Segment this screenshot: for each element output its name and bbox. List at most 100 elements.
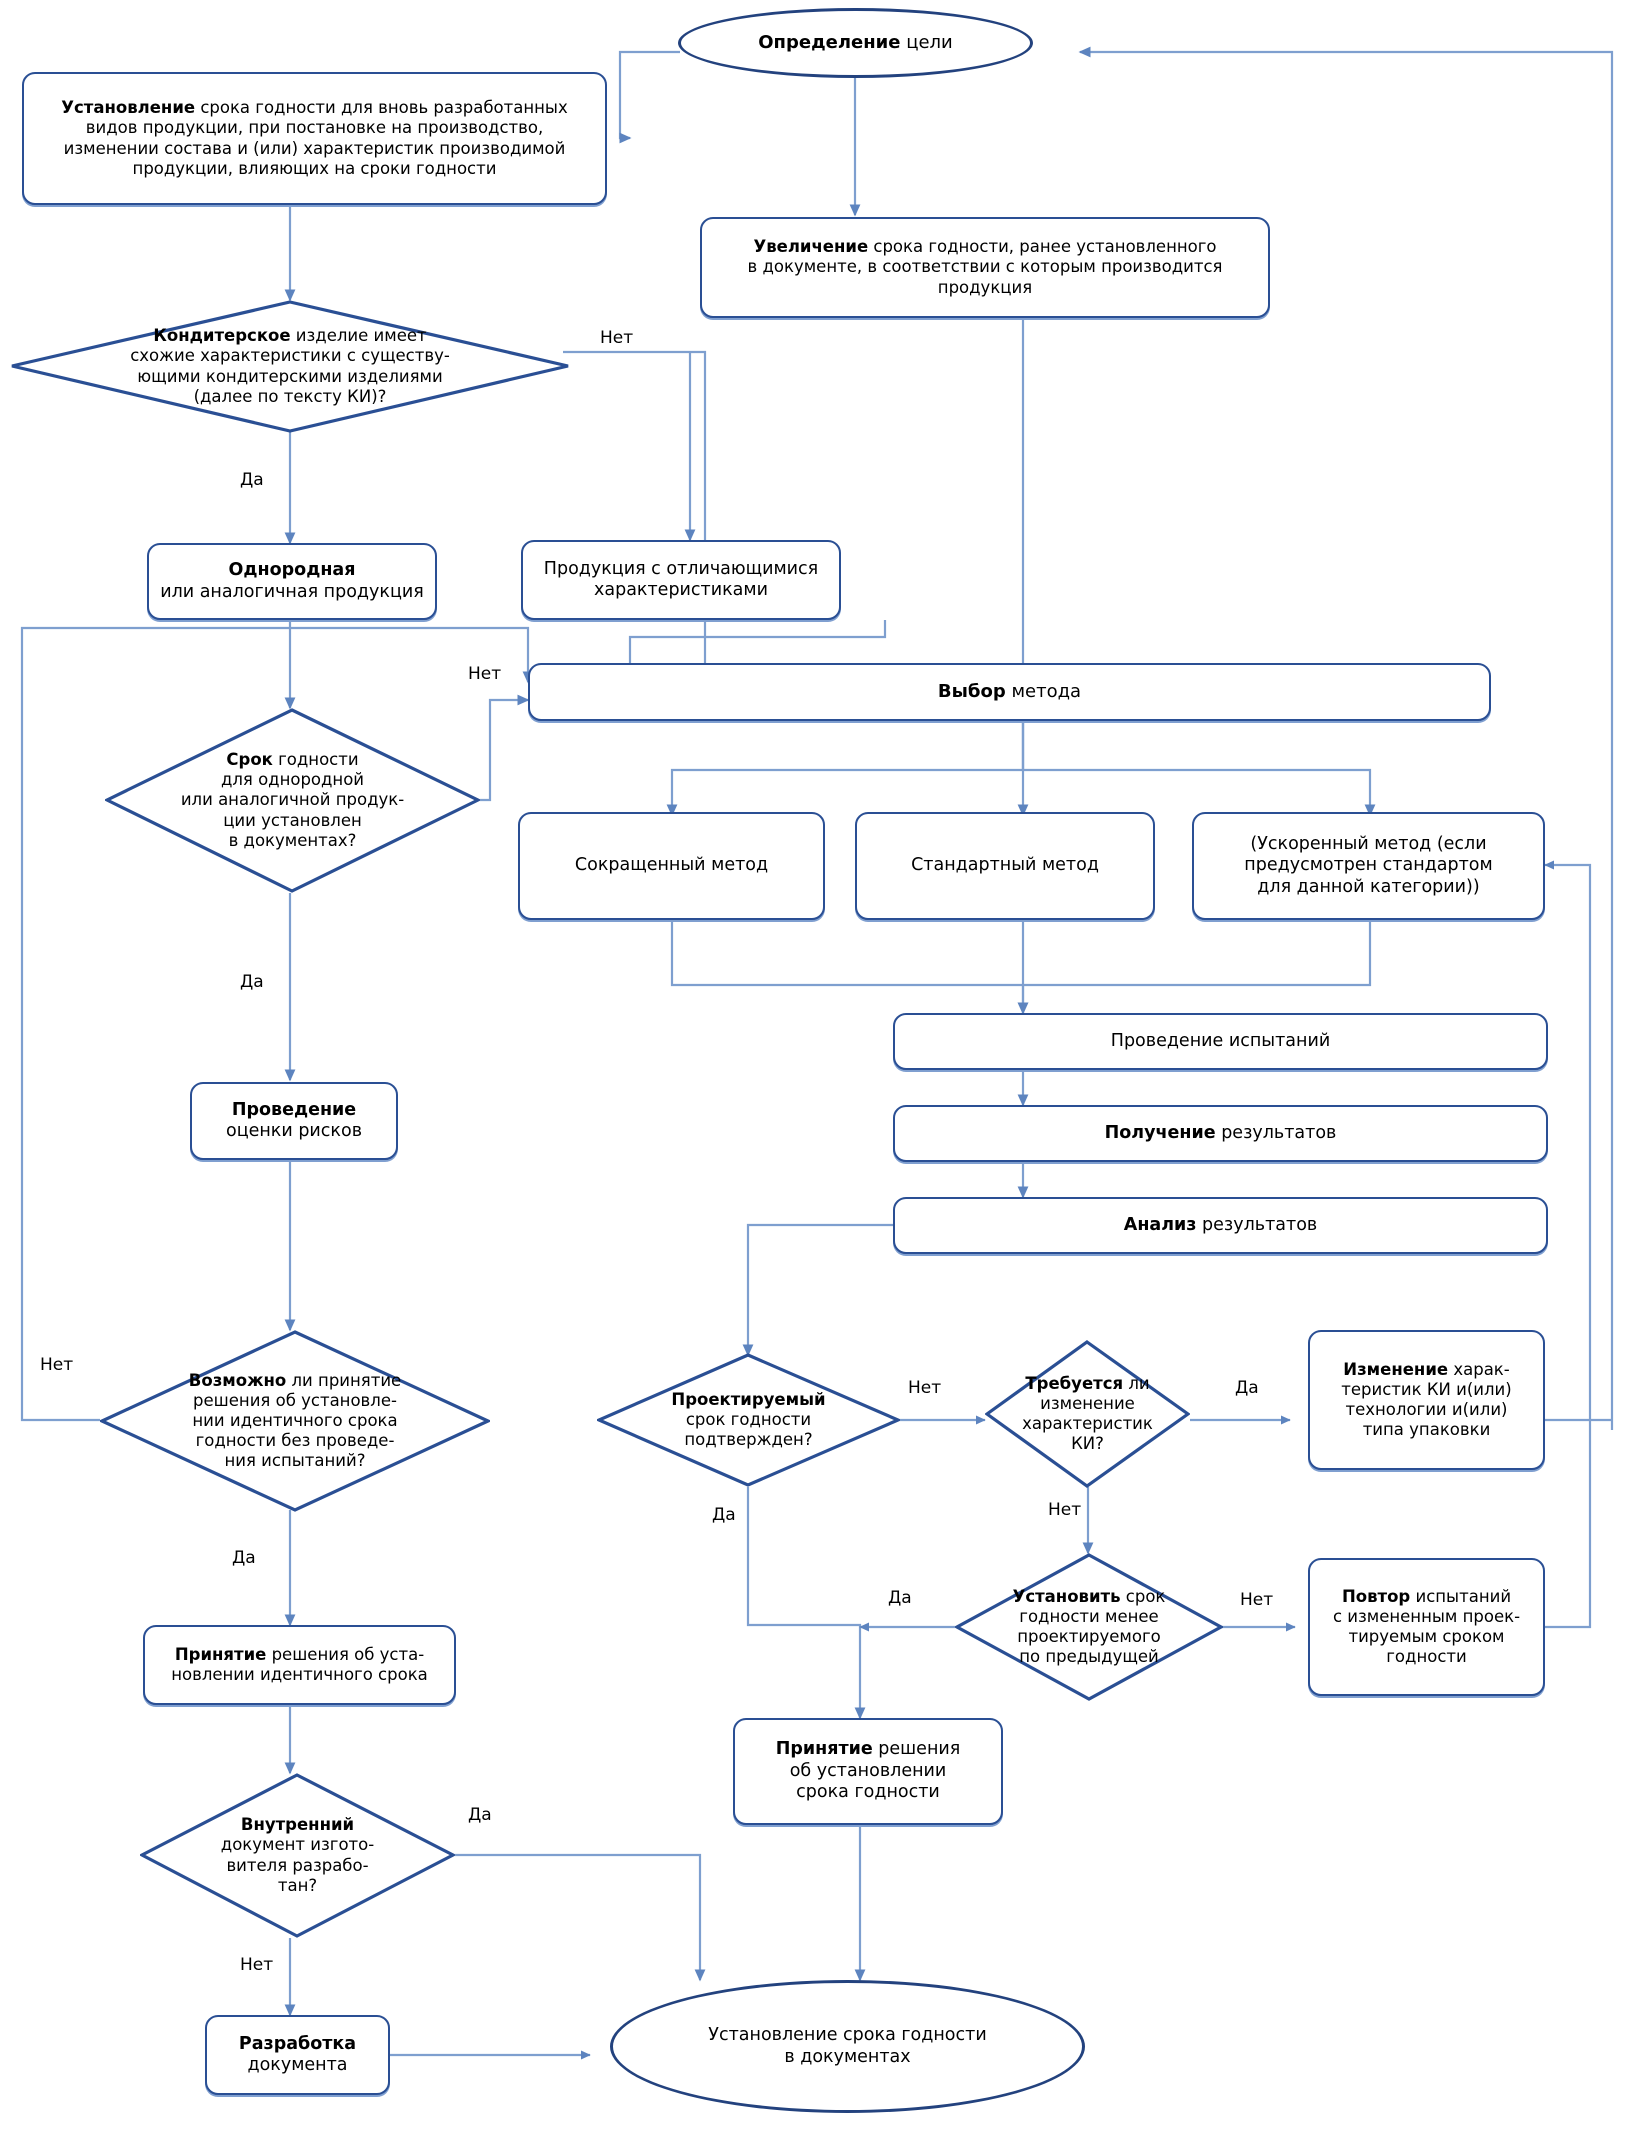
node-establish-l0-bold: Установление	[61, 98, 196, 118]
node-repeat-tests-l2: тируемым сроком	[1348, 1627, 1505, 1646]
node-change-chars-l3: типа упаковки	[1362, 1420, 1491, 1440]
node-develop-document[interactable]: Разработка документа	[205, 2015, 390, 2095]
node-change-chars-l1: теристик КИ и(или)	[1341, 1379, 1512, 1399]
node-decision-similar-l0: изделие имеет	[290, 326, 427, 346]
node-decision-shelf-l0-bold: Срок	[226, 750, 273, 770]
node-dec-shelf-l2: срока годности	[796, 1782, 940, 1803]
node-dec-shelf-l0-bold: Принятие	[775, 1739, 873, 1760]
node-end-set-shelf-life[interactable]: Установление срока годности в документах	[610, 1980, 1085, 2113]
edge-label-similar-yes: Да	[240, 470, 264, 490]
node-decision-change-required[interactable]: Требуется ли изменение характеристик КИ?	[985, 1340, 1190, 1488]
edge-label-set-less-no: Нет	[1240, 1590, 1274, 1610]
edge-label-internal-yes: Да	[468, 1805, 492, 1825]
node-possible-l3: годности без проведе-	[195, 1431, 395, 1451]
edge-label-set-less-yes: Да	[888, 1588, 912, 1608]
node-increase-l2: продукция	[937, 277, 1033, 297]
node-start-goal-bold: Определение	[758, 32, 901, 54]
node-homogeneous[interactable]: Однородная или аналогичная продукция	[147, 543, 437, 620]
node-change-chars-l2: технологии и(или)	[1345, 1400, 1508, 1419]
node-decision-shelf-l3: ции установлен	[223, 810, 362, 830]
node-choose-method[interactable]: Выбор метода	[528, 663, 1491, 721]
node-different-product-l0: Продукция с отличающимися	[543, 558, 819, 579]
diamond-shape	[955, 1553, 1223, 1701]
node-possible-l1: решения об установле-	[193, 1390, 397, 1410]
node-decision-internal-doc[interactable]: Внутренний документ изгото- вителя разра…	[140, 1773, 455, 1938]
node-set-less-l3: по предыдущей	[1019, 1647, 1159, 1667]
node-start-goal[interactable]: Определение цели	[678, 8, 1033, 78]
node-increase-l0-bold: Увеличение	[753, 237, 869, 257]
edge-label-projected-no: Нет	[908, 1378, 942, 1398]
node-possible-l2: нии идентичного срока	[192, 1410, 398, 1430]
node-analyze-results[interactable]: Анализ результатов	[893, 1197, 1548, 1254]
node-projected-l0-bold: Проектируемый	[671, 1389, 826, 1409]
node-risk-assessment[interactable]: Проведение оценки рисков	[190, 1082, 398, 1160]
node-set-less-l2: проектируемого	[1017, 1627, 1161, 1646]
diamond-shape	[11, 300, 569, 433]
node-decision-shelf-in-docs[interactable]: Срок годности для однородной или аналоги…	[105, 708, 480, 893]
node-run-tests-l0: Проведение испытаний	[1110, 1030, 1331, 1051]
node-establish-l3: продукции, влияющих на сроки годности	[132, 158, 497, 178]
node-repeat-tests-l1: с измененным проек-	[1332, 1606, 1521, 1626]
node-internal-doc-l2: вителя разрабо-	[226, 1855, 369, 1875]
node-set-less-l1: годности менее	[1019, 1606, 1159, 1626]
node-decision-shelf-l4: в документах?	[228, 830, 357, 850]
edge-label-projected-yes: Да	[712, 1505, 736, 1525]
node-method-accel-l0: (Ускоренный метод (если	[1250, 833, 1487, 854]
node-choose-method-bold: Выбор	[937, 681, 1006, 703]
node-start-goal-rest: цели	[900, 32, 953, 54]
node-increase[interactable]: Увеличение срока годности, ранее установ…	[700, 217, 1270, 318]
node-decision-possible-identical[interactable]: Возможно ли принятие решения об установл…	[100, 1330, 490, 1512]
node-choose-method-rest: метода	[1005, 681, 1082, 703]
node-establish-l1: видов продукции, при постановке на произ…	[85, 118, 544, 138]
node-internal-doc-l3: тан?	[277, 1875, 318, 1895]
node-increase-l0: срока годности, ранее установленного	[868, 237, 1217, 257]
node-method-short[interactable]: Сокращенный метод	[518, 812, 825, 920]
node-decision-shelf-life[interactable]: Принятие решения об установлении срока г…	[733, 1718, 1003, 1825]
node-run-tests[interactable]: Проведение испытаний	[893, 1013, 1548, 1070]
node-method-short-l0: Сокращенный метод	[574, 855, 769, 876]
node-change-req-l2: характеристик	[1022, 1414, 1153, 1433]
node-homogeneous-l0-bold: Однородная	[228, 560, 356, 581]
node-establish-l0: срока годности для вновь разработанных	[195, 98, 568, 118]
node-change-req-l3: КИ?	[1071, 1434, 1104, 1454]
node-change-chars-l0: харак-	[1448, 1359, 1510, 1379]
edge-label-change-no: Нет	[1048, 1500, 1082, 1520]
node-establish[interactable]: Установление срока годности для вновь ра…	[22, 72, 607, 205]
node-change-req-l1: изменение	[1040, 1393, 1135, 1413]
node-decision-similar-l2: ющими кондитерскими изделиями	[137, 366, 443, 386]
node-possible-l4: ния испытаний?	[224, 1451, 366, 1471]
node-method-accel-l2: для данной категории))	[1257, 876, 1480, 897]
node-end-l0: Установление срока годности	[708, 2025, 987, 2046]
edge-label-internal-no: Нет	[240, 1955, 274, 1975]
node-decision-similar-l3: (далее по тексту КИ)?	[193, 386, 387, 406]
node-different-product-l1: характеристиками	[594, 580, 768, 600]
node-dec-ident-l1: новлении идентичного срока	[171, 1665, 428, 1684]
node-dec-ident-l0-bold: Принятие	[174, 1644, 267, 1664]
node-change-req-l0: ли	[1123, 1373, 1150, 1393]
node-repeat-tests[interactable]: Повтор испытаний с измененным проек- тир…	[1308, 1558, 1545, 1696]
node-decision-projected-confirmed[interactable]: Проектируемый срок годности подтвержден?	[597, 1353, 900, 1487]
node-method-accelerated[interactable]: (Ускоренный метод (если предусмотрен ста…	[1192, 812, 1545, 920]
node-change-characteristics[interactable]: Изменение харак- теристик КИ и(или) техн…	[1308, 1330, 1545, 1470]
node-set-less-l0-bold: Установить	[1012, 1586, 1121, 1606]
node-internal-doc-l1: документ изгото-	[220, 1835, 375, 1855]
node-repeat-tests-l0-bold: Повтор	[1341, 1586, 1411, 1606]
node-decision-shelf-l1: для однородной	[220, 770, 365, 790]
node-decision-set-less[interactable]: Установить срок годности менее проектиру…	[955, 1553, 1223, 1701]
node-change-req-l0-bold: Требуется	[1025, 1373, 1124, 1393]
node-method-accel-l1: предусмотрен стандартом	[1244, 855, 1493, 876]
node-decision-similar[interactable]: Кондитерское изделие имеет схожие характ…	[10, 300, 570, 433]
node-method-standard[interactable]: Стандартный метод	[855, 812, 1155, 920]
node-get-results[interactable]: Получение результатов	[893, 1105, 1548, 1162]
node-analyze-bold: Анализ	[1123, 1214, 1197, 1235]
node-decision-identical-term[interactable]: Принятие решения об уста- новлении идент…	[143, 1625, 456, 1705]
node-decision-similar-l0-bold: Кондитерское	[153, 326, 291, 346]
node-increase-l1: в документе, в соответствии с которым пр…	[747, 257, 1223, 277]
node-develop-doc-l1: документа	[247, 2055, 348, 2075]
node-get-results-rest: результатов	[1215, 1122, 1337, 1143]
node-decision-shelf-l2: или аналогичной продук-	[180, 790, 405, 810]
node-decision-similar-l1: схожие характеристики с существу-	[130, 346, 450, 366]
node-different-product[interactable]: Продукция с отличающимися характеристика…	[521, 540, 841, 620]
node-decision-shelf-l0: годности	[272, 750, 359, 770]
node-projected-l1: срок годности	[685, 1409, 812, 1429]
